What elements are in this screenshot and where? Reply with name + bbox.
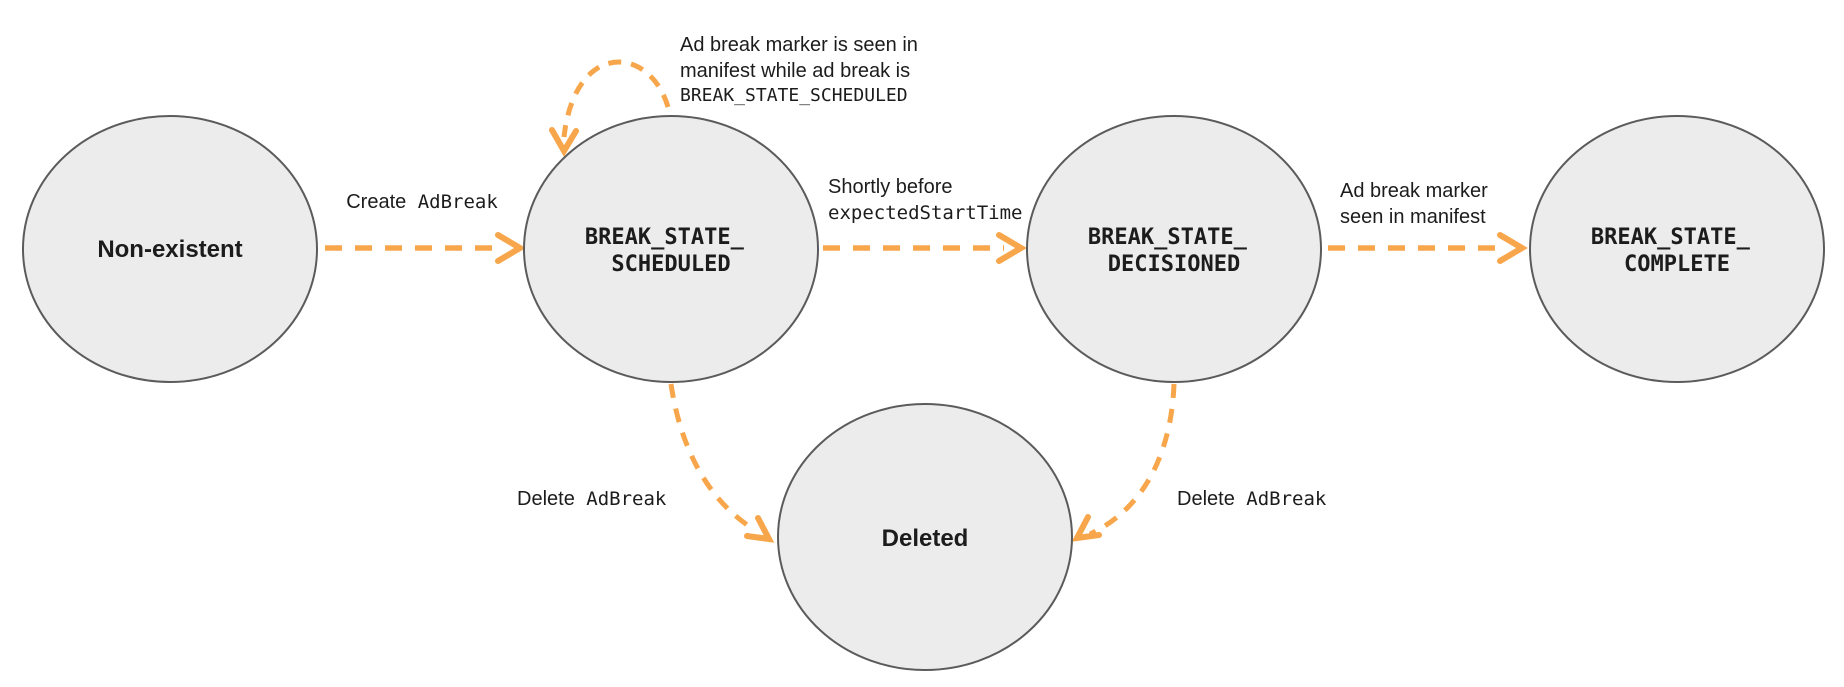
transition-arrows	[325, 59, 1528, 543]
state-node-deleted	[777, 403, 1073, 671]
state-node-decisioned	[1026, 115, 1322, 383]
arrowhead-icon	[1497, 232, 1528, 264]
transition-label-to-complete: Ad break marker seen in manifest	[1340, 180, 1492, 228]
transition-label-delete-from-decisioned: Delete AdBreak	[1177, 488, 1327, 510]
state-node-scheduled	[523, 115, 819, 383]
state-label-non-existent: Non-existent	[97, 236, 242, 263]
transition-label-delete-from-scheduled: Delete AdBreak	[517, 488, 667, 510]
transition-label-to-decisioned: Shortly before expectedStartTime	[828, 176, 1022, 224]
arrowhead-icon	[549, 127, 579, 157]
arrowhead-icon	[996, 232, 1027, 264]
arrowhead-icon	[495, 232, 526, 264]
transition-delete-from-decisioned-arrow	[1088, 383, 1177, 537]
transition-label-self-loop: Ad break marker is seen in manifest whil…	[680, 34, 922, 106]
transition-delete-from-scheduled-arrow	[668, 383, 757, 533]
transition-label-create-adbreak: Create AdBreak	[346, 191, 498, 213]
transition-labels: Create AdBreak Ad break marker is seen i…	[346, 34, 1492, 510]
state-label-decisioned: BREAK_STATE_ DECISIONED	[1088, 225, 1260, 277]
arrowhead-icon	[744, 515, 775, 543]
state-label-complete: BREAK_STATE_ COMPLETE	[1591, 225, 1763, 277]
state-label-deleted: Deleted	[882, 525, 969, 552]
state-node-non-existent	[22, 115, 318, 383]
transition-self-loop-arrow	[561, 59, 671, 138]
state-node-complete	[1529, 115, 1825, 383]
arrowhead-icon	[1071, 514, 1102, 542]
state-label-scheduled: BREAK_STATE_ SCHEDULED	[585, 225, 757, 277]
state-nodes: Non-existent BREAK_STATE_ SCHEDULED BREA…	[22, 115, 1825, 671]
